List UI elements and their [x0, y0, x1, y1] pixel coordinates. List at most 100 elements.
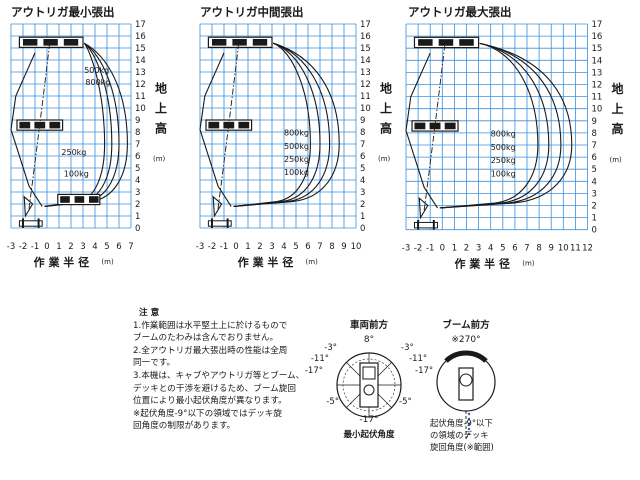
load-label: 800kg [85, 78, 110, 87]
x-tick-label: 2 [464, 244, 469, 254]
x-tick-label: 2 [257, 242, 262, 252]
x-tick-label: 1 [56, 242, 61, 252]
notes-block: 注 意 1.作業範囲は水平堅土上に於けるものでブームのたわみは含んでおりません。… [133, 307, 311, 433]
y-axis-label: 上 [380, 100, 392, 115]
load-label: 250kg [61, 148, 86, 157]
x-tick-label: 8 [329, 242, 334, 252]
boom-mid-block [49, 121, 61, 129]
x-tick-label: 7 [317, 242, 322, 252]
load-envelope-2 [233, 42, 321, 207]
load-envelope-1 [439, 42, 539, 209]
x-tick-label: 10 [351, 242, 362, 252]
rotation-path [28, 45, 50, 209]
boom-top-block [438, 39, 454, 46]
crane-post [23, 195, 34, 218]
y-tick-label: 0 [135, 224, 140, 234]
y-tick-label: 7 [592, 141, 597, 151]
y-tick-label: 8 [135, 128, 140, 138]
angle-left: -11° [311, 354, 329, 364]
boom-top-block [459, 39, 474, 46]
y-axis-label: 上 [612, 101, 624, 116]
y-tick-label: 16 [360, 32, 371, 42]
x-tick-label: 0 [440, 244, 445, 254]
vehicle-turret [363, 384, 375, 396]
note-line: 位置により最小起伏角度が異なります。 [133, 396, 287, 407]
y-tick-label: 9 [360, 116, 365, 126]
y-tick-label: 3 [360, 188, 365, 198]
y-tick-label: 1 [592, 214, 597, 224]
y-tick-label: 6 [135, 152, 140, 162]
y-axis-label: 高 [612, 121, 624, 136]
y-tick-label: 7 [135, 140, 140, 150]
y-tick-label: 1 [360, 212, 365, 222]
vehicle-cab [362, 366, 376, 380]
load-label: 250kg [284, 155, 309, 164]
note-line: デッキとの干渉を避けるため、ブーム旋回 [133, 383, 296, 394]
boom-mid-block [19, 121, 31, 129]
y-tick-label: 12 [135, 80, 146, 90]
angle-left: -3° [324, 343, 337, 353]
leader-dot [467, 422, 471, 426]
boom-front-caption: 起伏角度-9°以下 [430, 418, 493, 428]
x-tick-label: -1 [220, 242, 228, 252]
load-label: 500kg [284, 142, 309, 151]
y-axis-unit: (m) [610, 156, 623, 164]
x-tick-label: 1 [245, 242, 250, 252]
x-tick-label: -1 [31, 242, 39, 252]
crane-post [418, 196, 429, 220]
notes-heading: 注 意 [139, 308, 160, 318]
note-line: 回角度の制限があります。 [133, 421, 236, 432]
x-tick-label: 7 [128, 242, 133, 252]
y-axis-label: 上 [155, 100, 167, 115]
load-envelope-3 [233, 42, 331, 207]
load-envelope-4 [233, 42, 340, 207]
y-tick-label: 0 [360, 224, 365, 234]
boom-front-title: ブーム前方 [442, 319, 490, 331]
x-tick-label: 3 [269, 242, 274, 252]
y-tick-label: 4 [135, 176, 140, 186]
x-tick-label: 8 [536, 244, 541, 254]
min-luffing-angle-diagram: 車両前方8°-3°-11°-17°-3°-11°-17°-5°-5°-17°最小… [305, 319, 433, 440]
load-envelope-2 [439, 42, 550, 209]
boom-top-block [212, 39, 227, 46]
y-axis-label: 高 [155, 120, 167, 135]
boom-mid-block [238, 121, 250, 129]
note-line: ブームのたわみは含んでおりません。 [133, 333, 279, 344]
y-tick-label: 4 [592, 177, 597, 187]
y-tick-label: 15 [592, 44, 603, 54]
angle-right: -3° [401, 343, 414, 353]
y-tick-label: 13 [135, 68, 146, 78]
boom-low-block [60, 196, 70, 203]
y-tick-label: 5 [360, 164, 365, 174]
load-label: 100kg [284, 168, 309, 177]
x-axis-label: 作 業 半 径 [34, 255, 90, 269]
x-tick-label: 1 [452, 244, 457, 254]
boom-top-block [252, 39, 268, 46]
x-tick-label: 12 [582, 244, 593, 254]
note-line: 1.作業範囲は水平堅土上に於けるもので [133, 320, 288, 331]
load-label: 100kg [491, 169, 516, 178]
note-line: ※起伏角度-9°以下の領域ではデッキ旋 [133, 408, 282, 419]
x-tick-label: 0 [44, 242, 49, 252]
y-tick-label: 14 [135, 56, 146, 66]
truck-base [413, 221, 438, 229]
x-tick-label: 3 [476, 244, 481, 254]
y-tick-label: 2 [592, 202, 597, 212]
envelope-inner [405, 52, 438, 209]
leader-dot [467, 432, 471, 436]
y-tick-label: 17 [360, 20, 371, 30]
x-tick-label: -2 [208, 242, 216, 252]
y-tick-label: 12 [592, 81, 603, 91]
load-envelope-3 [439, 42, 562, 209]
x-tick-label: 9 [548, 244, 553, 254]
rotation-path [217, 45, 239, 209]
load-label: 500kg [84, 66, 109, 75]
angle-top: 8° [364, 335, 374, 345]
chart-title: アウトリガ中間張出 [200, 5, 304, 19]
y-tick-label: 15 [135, 44, 146, 54]
envelope-inner [199, 52, 232, 207]
leader-dot [467, 427, 471, 431]
y-tick-label: 6 [592, 153, 597, 163]
y-tick-label: 1 [135, 212, 140, 222]
